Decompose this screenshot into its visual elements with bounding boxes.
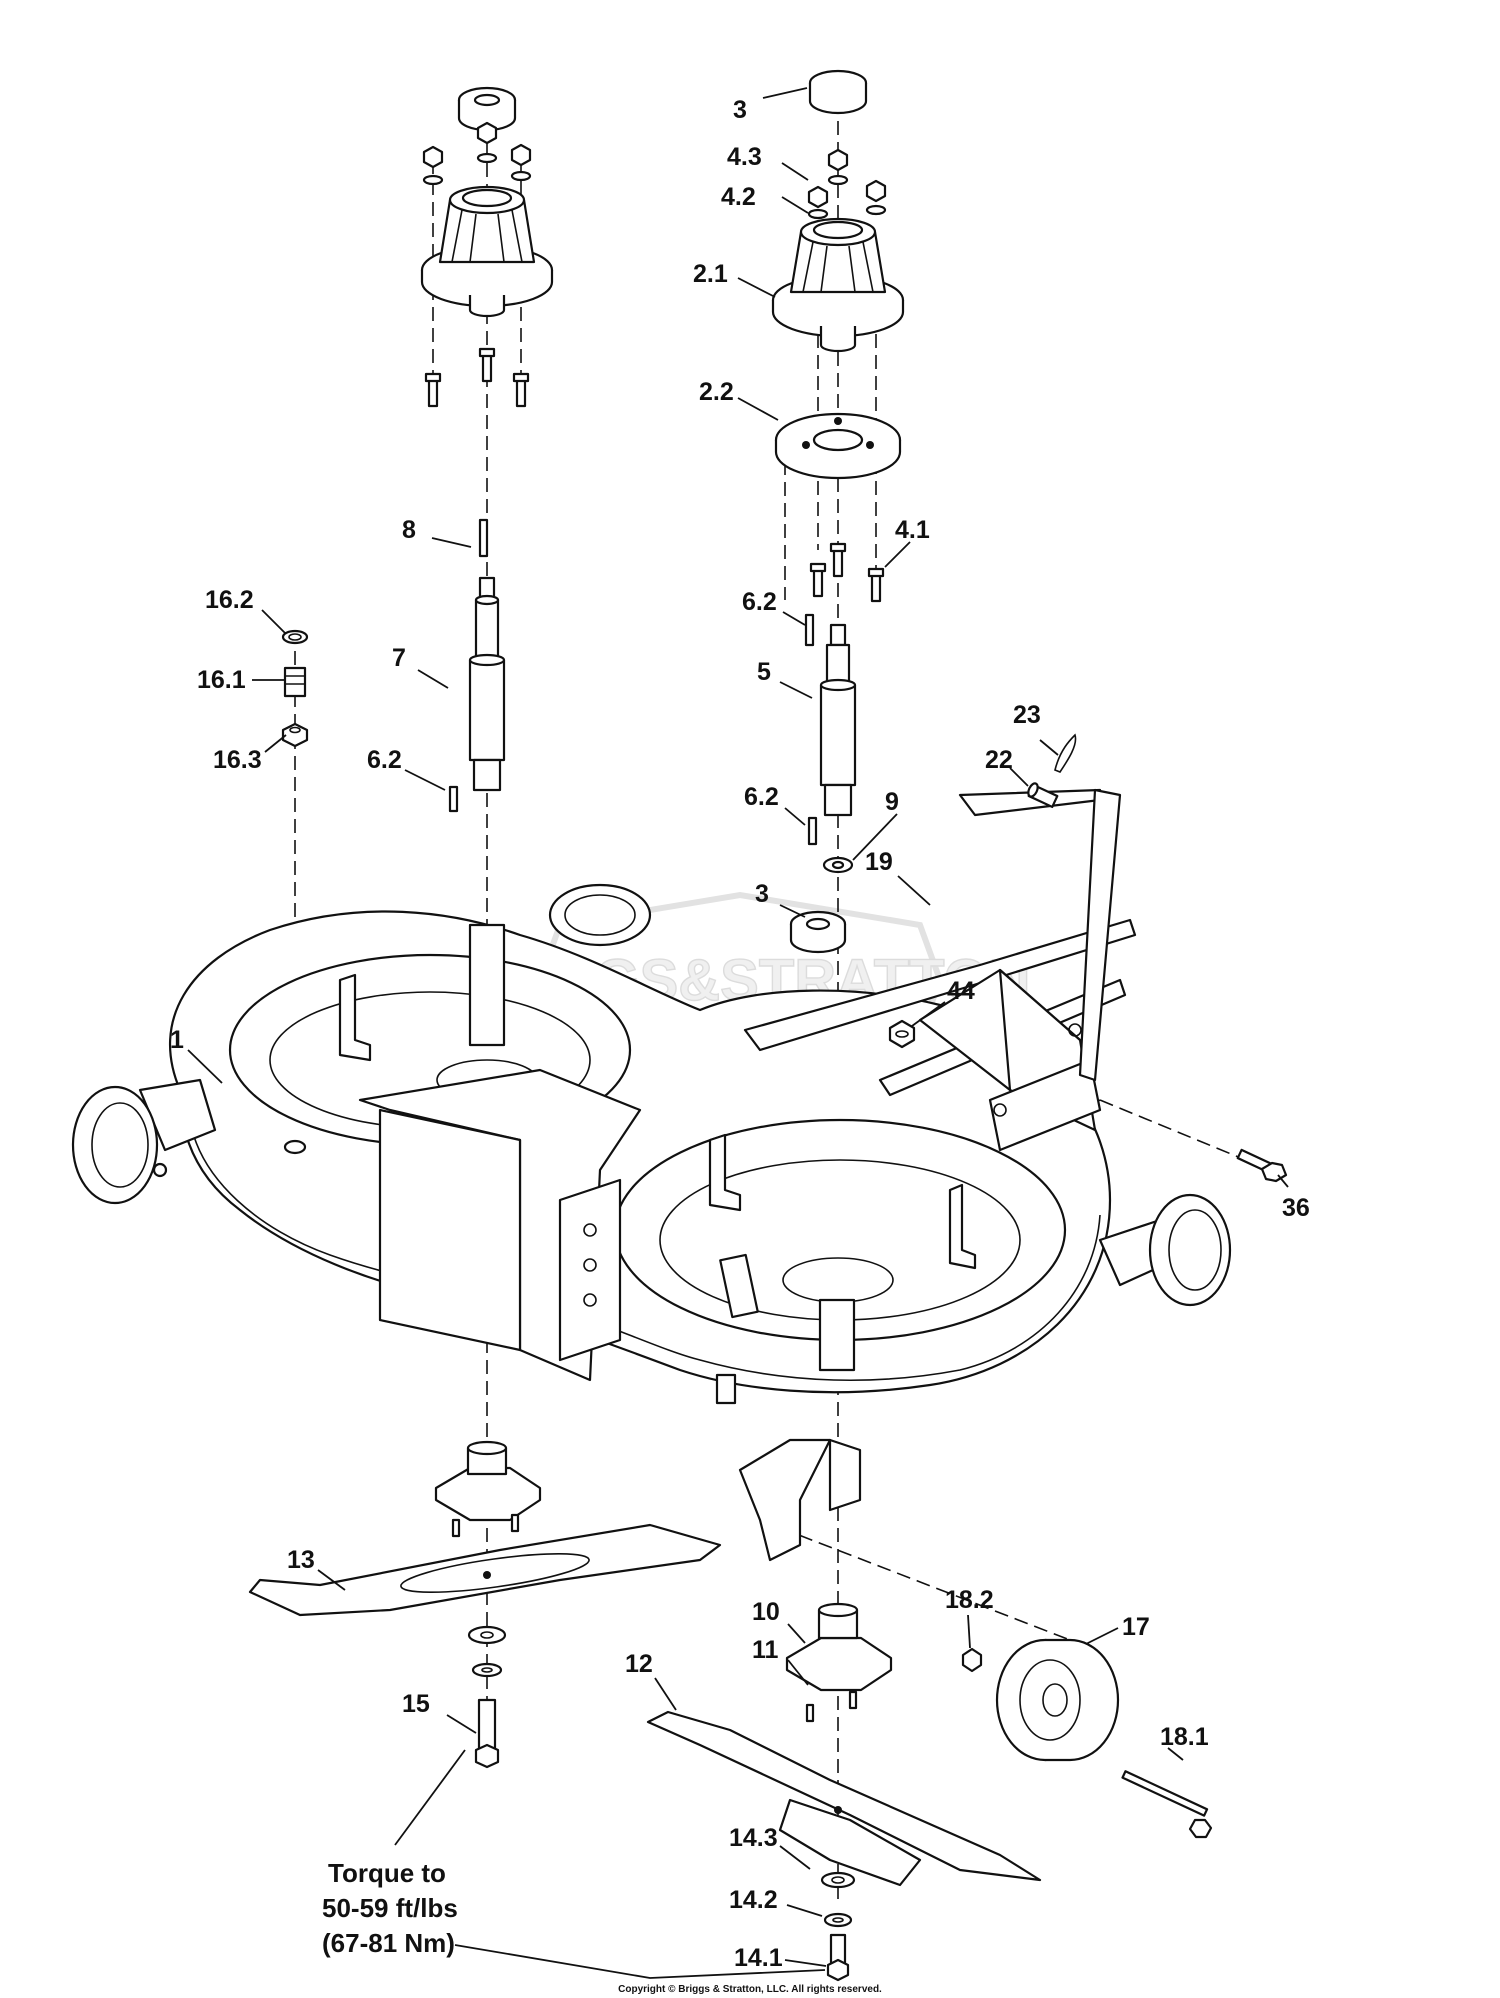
cutting-deck	[71, 883, 1232, 1562]
bushing-part-mid	[789, 910, 847, 954]
hair-pin-clip	[1054, 733, 1077, 773]
torque-note-line2: 50-59 ft/lbs	[322, 1893, 458, 1923]
spindle-bolts-right	[809, 542, 885, 603]
callout-22: 22	[985, 746, 1013, 774]
axle-bolt-18-1	[1121, 1770, 1213, 1839]
callout-8: 8	[402, 516, 416, 544]
gauge-wheel-rear	[548, 883, 652, 947]
lock-nut-44	[888, 1019, 916, 1049]
callout-2-1: 2.1	[693, 260, 728, 288]
shaft-key-lower	[448, 785, 459, 813]
blade-13	[248, 1523, 722, 1617]
callout-15: 15	[402, 1690, 430, 1718]
callout-6-2-c: 6.2	[744, 783, 779, 811]
blade-adapter-left	[434, 1440, 542, 1538]
blade-washers-right	[820, 1871, 856, 1928]
callout-13: 13	[287, 1546, 315, 1574]
callout-3-top: 3	[733, 96, 747, 124]
callout-19: 19	[865, 848, 893, 876]
spindle-plate	[774, 412, 902, 480]
callout-12: 12	[625, 1650, 653, 1678]
shaft-key-right-lower	[807, 816, 818, 846]
spindle-washer	[822, 856, 854, 874]
callout-4-1: 4.1	[895, 516, 930, 544]
gauge-wheel-right	[1148, 1193, 1232, 1307]
spindle-housing-right	[771, 217, 905, 353]
callout-18-2: 18.2	[945, 1586, 994, 1614]
deck-lift-bracket	[743, 788, 1137, 1152]
callout-17: 17	[1122, 1613, 1150, 1641]
axle-nut-18-2	[961, 1647, 983, 1673]
left-spindle-assembly	[420, 86, 554, 813]
callout-44: 44	[947, 977, 975, 1005]
grease-fitting-assembly	[281, 629, 309, 748]
callout-14-3: 14.3	[729, 1824, 778, 1852]
torque-note: Torque to 50-59 ft/lbs (67-81 Nm)	[322, 1858, 458, 1958]
spindle-housing-left	[420, 185, 554, 318]
right-spindle-assembly	[771, 69, 905, 954]
blade-washers-left	[467, 1625, 507, 1678]
bushing-part	[457, 86, 517, 132]
callout-6-2-b: 6.2	[742, 588, 777, 616]
spindle-shaft-right	[819, 623, 857, 817]
callout-16-1: 16.1	[197, 666, 246, 694]
callout-7: 7	[392, 644, 406, 672]
callout-1: 1	[170, 1026, 184, 1054]
gauge-wheel-left	[71, 1085, 168, 1205]
clevis-pin	[1027, 782, 1059, 809]
callout-2-2: 2.2	[699, 378, 734, 406]
callout-3-mid: 3	[755, 880, 769, 908]
callout-18-1: 18.1	[1160, 1723, 1209, 1751]
callout-16-2: 16.2	[205, 586, 254, 614]
callout-6-2-a: 6.2	[367, 746, 402, 774]
gauge-wheel-17	[995, 1638, 1120, 1762]
spindle-shaft-left	[468, 576, 506, 792]
blade-12	[646, 1710, 1042, 1887]
callout-14-1: 14.1	[734, 1944, 783, 1972]
torque-note-line3: (67-81 Nm)	[322, 1928, 455, 1958]
callout-labels: 3 4.3 4.2 2.1 2.2 4.1 8 16.2 16.1 16.3 7…	[170, 96, 1310, 1972]
leader-lines	[187, 87, 1289, 1979]
shaft-key	[478, 518, 489, 558]
callout-11: 11	[752, 1636, 779, 1664]
lock-nuts	[422, 121, 532, 186]
callout-23: 23	[1013, 701, 1041, 729]
callout-5: 5	[757, 658, 771, 686]
callout-16-3: 16.3	[213, 746, 262, 774]
spindle-bolts-left	[424, 347, 530, 408]
copyright-text: Copyright © Briggs & Stratton, LLC. All …	[618, 1984, 882, 1995]
callout-14-2: 14.2	[729, 1886, 778, 1914]
blade-bolt-15	[474, 1698, 500, 1769]
bushing-part-top-right	[808, 69, 868, 115]
callout-9: 9	[885, 788, 899, 816]
blade-bolt-14-1	[826, 1933, 850, 1982]
callout-4-2: 4.2	[721, 183, 756, 211]
blade-adapter-right	[785, 1602, 893, 1723]
shaft-key-right-upper	[804, 613, 815, 647]
callout-4-3: 4.3	[727, 143, 762, 171]
callout-36: 36	[1282, 1194, 1310, 1222]
torque-note-line1: Torque to	[328, 1858, 446, 1888]
lock-nuts-right	[807, 148, 887, 220]
callout-10: 10	[752, 1598, 780, 1626]
